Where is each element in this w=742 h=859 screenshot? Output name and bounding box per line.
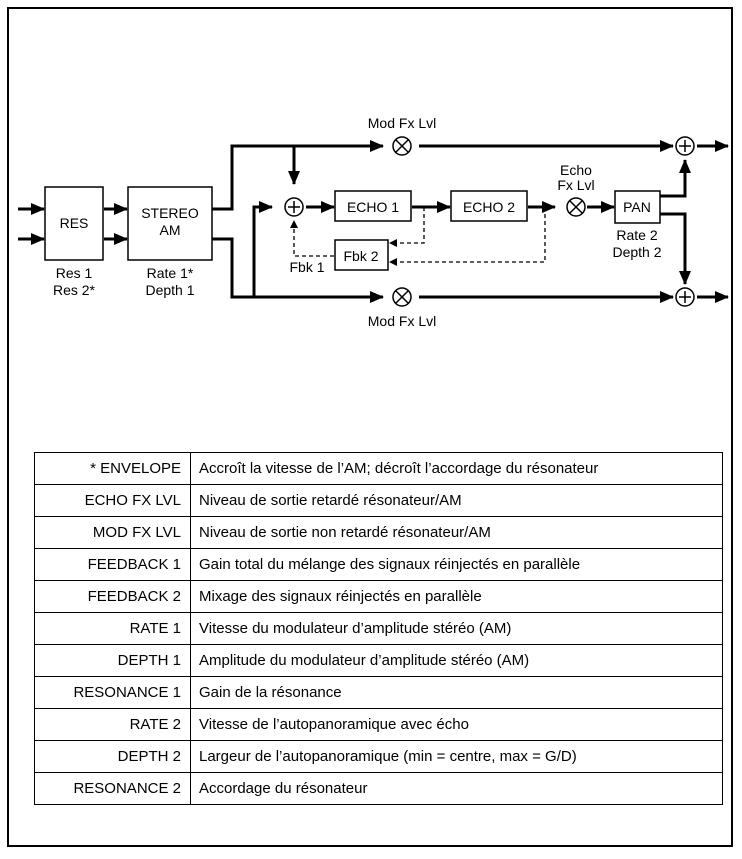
pan-to-top-sum — [660, 159, 691, 198]
parameter-name: MOD FX LVL — [34, 516, 191, 549]
branch-to-echo-sum — [252, 201, 273, 297]
res1-label: Res 1 — [56, 265, 93, 281]
output-summing-junction-top — [675, 136, 695, 156]
feedback-1-to-sum — [290, 220, 334, 257]
feedback-lines — [290, 207, 546, 266]
depth2-label: Depth 2 — [612, 244, 661, 260]
parameter-description: Niveau de sortie non retardé résonateur/… — [190, 516, 723, 549]
echo2-block — [450, 190, 528, 222]
pan-label: PAN — [623, 199, 651, 215]
stereo-am-block — [127, 186, 213, 261]
parameter-name: RESONANCE 2 — [34, 772, 191, 805]
rate1-label: Rate 1* — [147, 265, 194, 281]
mod-fx-lvl-top-label: Mod Fx Lvl — [368, 115, 436, 131]
parameter-description: Gain de la résonance — [190, 676, 723, 709]
echo2-label: ECHO 2 — [463, 199, 515, 215]
echo1-label: ECHO 1 — [347, 199, 399, 215]
parameter-description: Amplitude du modulateur d’amplitude stér… — [190, 644, 723, 677]
fbk2-block — [334, 239, 389, 271]
parameter-name: FEEDBACK 1 — [34, 548, 191, 581]
mod-fx-lvl-bottom-label: Mod Fx Lvl — [368, 313, 436, 329]
echo-fx-lvl-label-1: Echo — [560, 162, 592, 178]
figure-frame — [7, 7, 733, 847]
parameter-description: Niveau de sortie retardé résonateur/AM — [190, 484, 723, 517]
mod-fx-multiplier-top — [392, 136, 412, 156]
pan-block — [614, 190, 661, 224]
res2-label: Res 2* — [53, 282, 96, 298]
stereo-am-label-1: STEREO — [141, 205, 199, 221]
echo-fx-lvl-label-2: Fx Lvl — [557, 177, 594, 193]
parameter-description: Accordage du résonateur — [190, 772, 723, 805]
parameter-name: RATE 2 — [34, 708, 191, 741]
fbk2-label: Fbk 2 — [343, 248, 378, 264]
echo-summing-junction — [284, 197, 304, 217]
parameter-name: DEPTH 1 — [34, 644, 191, 677]
am-bottom-path — [212, 237, 384, 303]
stereo-am-label-2: AM — [160, 222, 181, 238]
parameter-name: ECHO FX LVL — [34, 484, 191, 517]
res-block-label: RES — [60, 215, 89, 231]
parameter-description: Largeur de l’autopanoramique (min = cent… — [190, 740, 723, 773]
parameter-name: DEPTH 2 — [34, 740, 191, 773]
am-top-path — [212, 140, 384, 211]
parameter-description: Accroît la vitesse de l’AM; décroît l’ac… — [190, 452, 723, 485]
feedback-from-echo1 — [389, 207, 425, 247]
depth1-label: Depth 1 — [145, 282, 194, 298]
parameter-description: Gain total du mélange des signaux réinje… — [190, 548, 723, 581]
parameter-name: FEEDBACK 2 — [34, 580, 191, 613]
fbk1-label: Fbk 1 — [289, 259, 324, 275]
parameter-description: Vitesse du modulateur d’amplitude stéréo… — [190, 612, 723, 645]
res-block — [44, 186, 104, 261]
mod-fx-multiplier-bottom — [392, 287, 412, 307]
parameter-name: * ENVELOPE — [34, 452, 191, 485]
parameter-description: Mixage des signaux réinjectés en parallè… — [190, 580, 723, 613]
echo1-block — [334, 190, 412, 222]
signal-flow-diagram: RES STEREO AM ECHO 1 ECHO 2 Fbk 2 PAN — [18, 115, 729, 329]
echo-fx-multiplier — [566, 197, 586, 217]
pan-to-bottom-sum — [660, 212, 691, 285]
rate2-label: Rate 2 — [616, 227, 657, 243]
parameter-name: RESONANCE 1 — [34, 676, 191, 709]
main-signal-lines — [18, 140, 729, 303]
output-summing-junction-bottom — [675, 287, 695, 307]
parameter-name: RATE 1 — [34, 612, 191, 645]
parameter-description: Vitesse de l’autopanoramique avec écho — [190, 708, 723, 741]
